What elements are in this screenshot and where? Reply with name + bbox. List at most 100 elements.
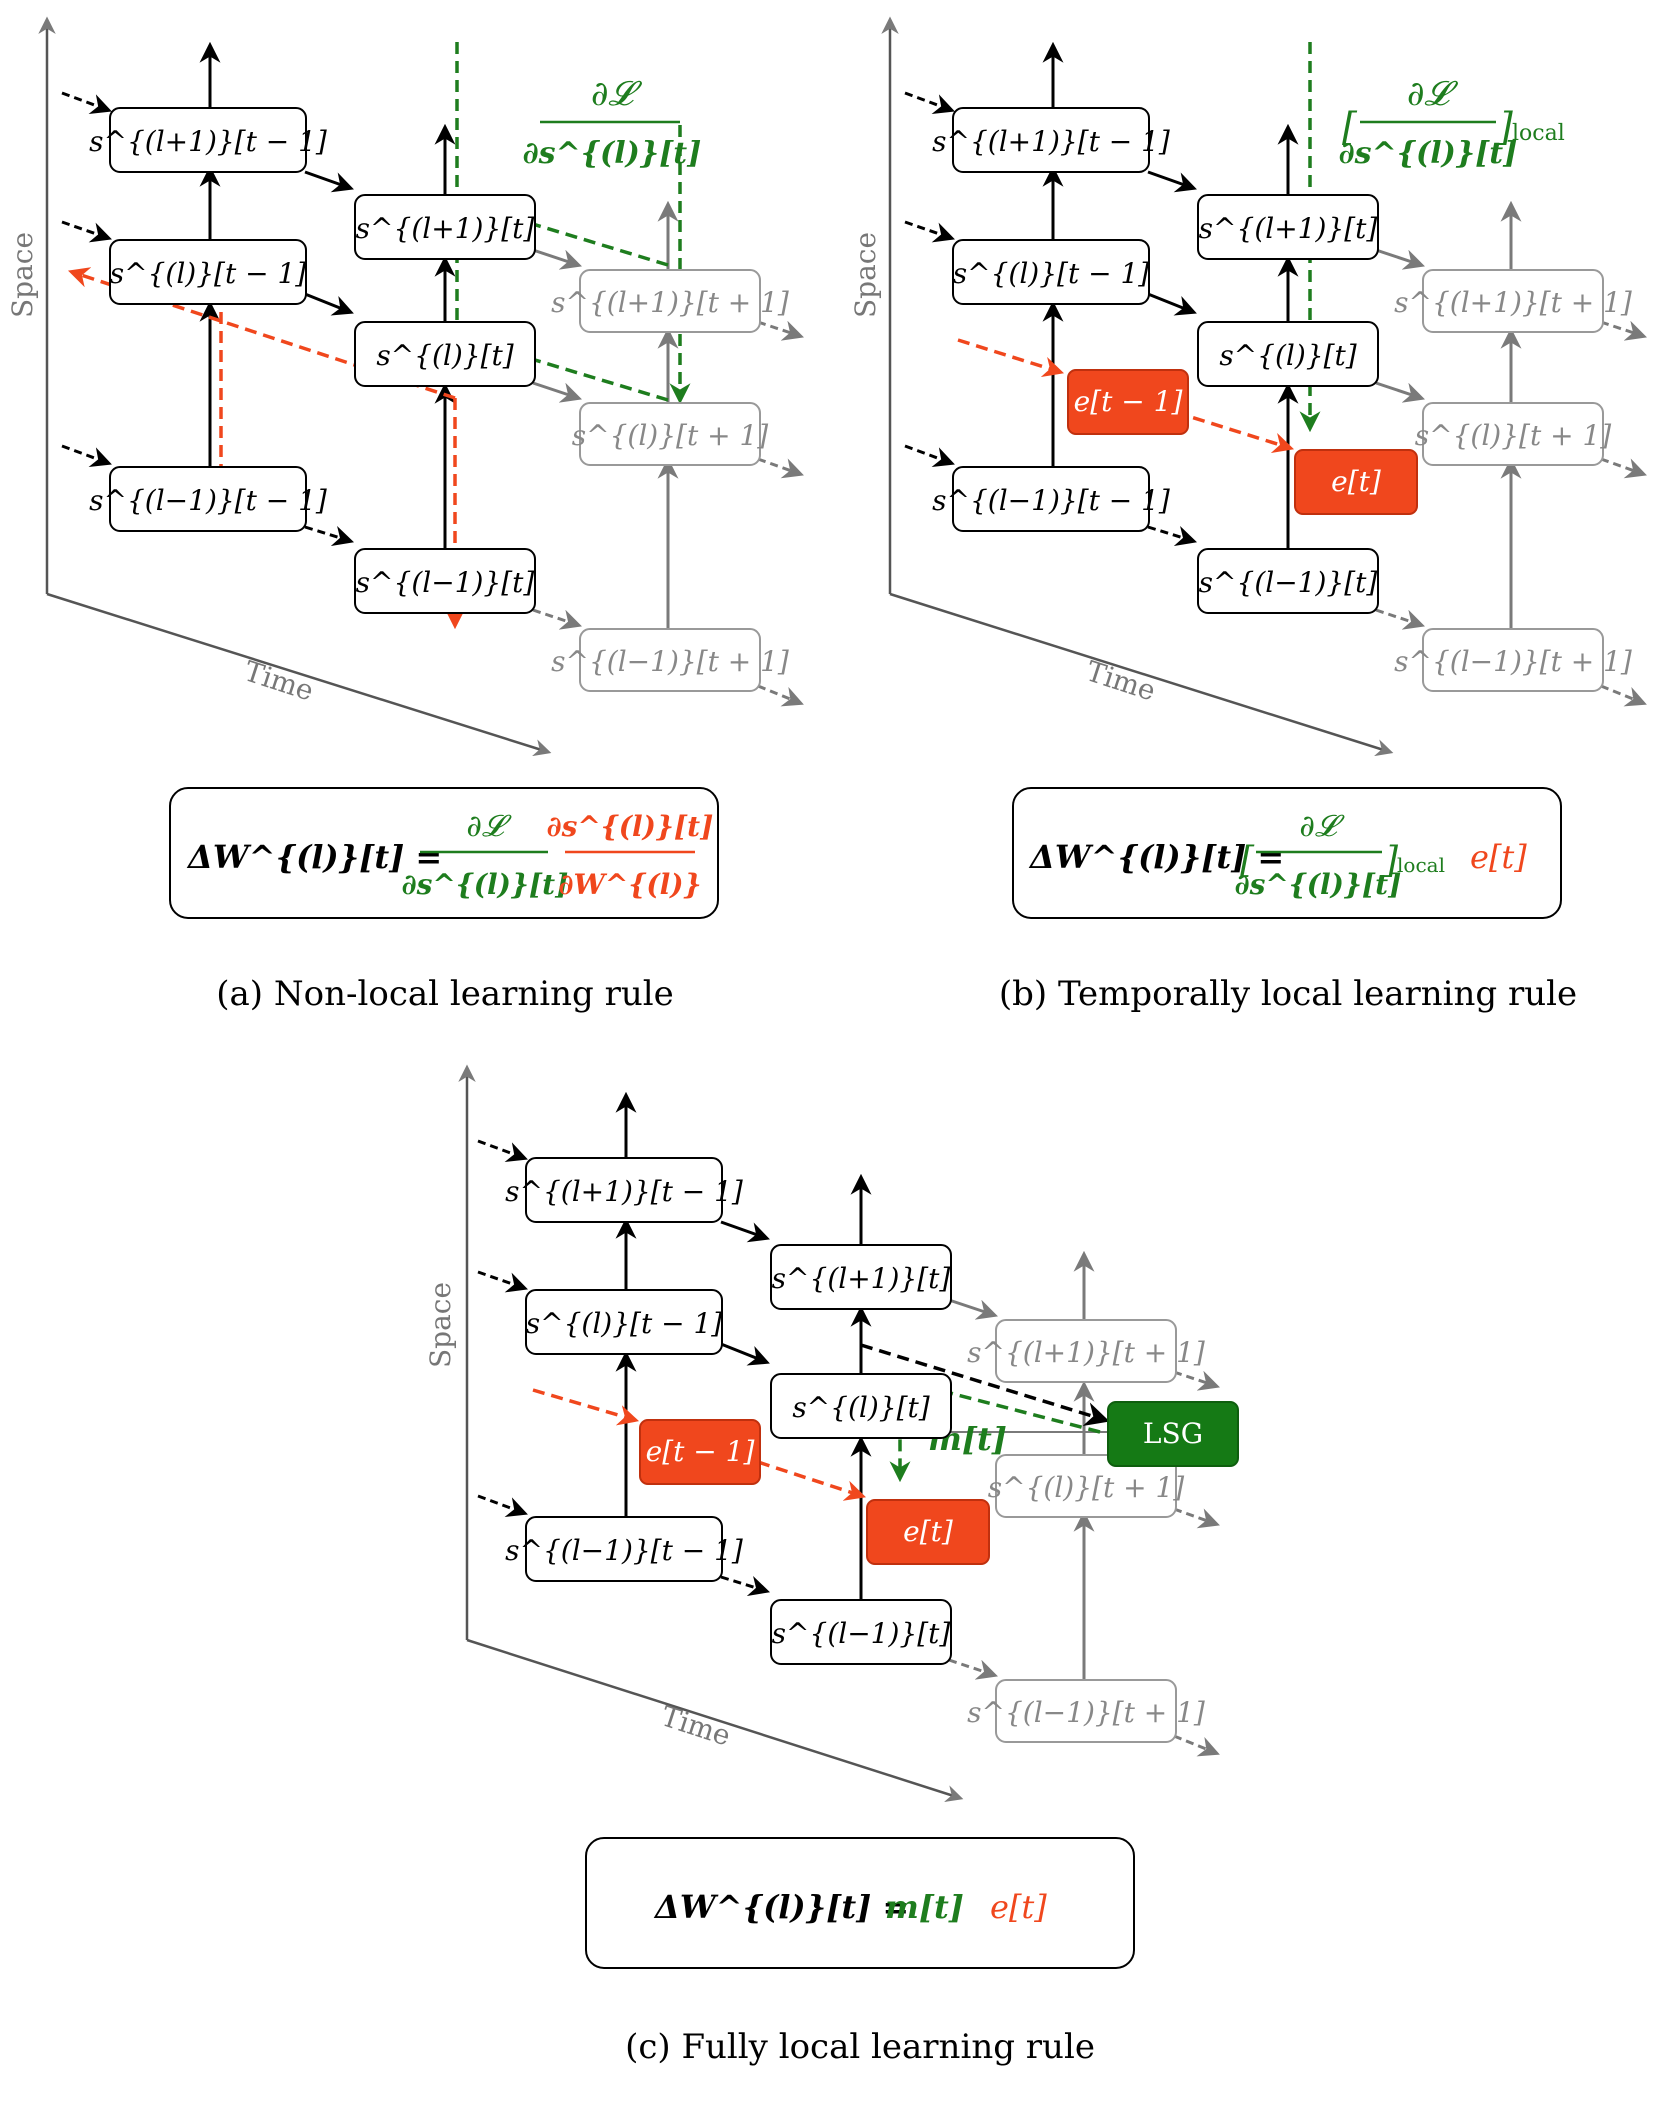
arrow [904, 91, 955, 115]
node-s-lp1-tm1: s^{(l+1)}[t − 1] [505, 1157, 743, 1223]
grad-bracket-close: ] [1497, 105, 1513, 149]
svg-text:s^{(l−1)}[t]: s^{(l−1)}[t] [772, 1617, 951, 1650]
node-s-lm1-tm1: s^{(l−1)}[t − 1] [89, 466, 327, 532]
node-s-l-tp1: s^{(l)}[t + 1] [572, 402, 768, 466]
error-node-e-t: e[t] [1294, 449, 1418, 515]
arrow [1375, 608, 1425, 630]
svg-text:[: [ [1240, 840, 1255, 881]
svg-text:s^{(l−1)}[t + 1]: s^{(l−1)}[t + 1] [551, 645, 789, 678]
caption-a: (a) Non-local learning rule [216, 974, 673, 1014]
arrow [304, 170, 354, 193]
svg-text:s^{(l+1)}[t]: s^{(l+1)}[t] [772, 1262, 951, 1295]
arrow [1375, 381, 1425, 403]
node-s-l-t: s^{(l)}[t] [354, 321, 536, 387]
svg-text:s^{(l)}[t + 1]: s^{(l)}[t + 1] [988, 1471, 1185, 1504]
svg-text:e[t]: e[t] [903, 1515, 953, 1548]
node-s-lm1-tp1: s^{(l−1)}[t + 1] [1394, 628, 1632, 692]
node-s-lp1-t: s^{(l+1)}[t] [354, 194, 536, 260]
space-label: Space [6, 232, 39, 318]
node-s-lp1-t: s^{(l+1)}[t] [1197, 194, 1379, 260]
node-s-lm1-t: s^{(l−1)}[t] [1197, 548, 1379, 614]
arrow [1147, 292, 1197, 316]
svg-text:s^{(l−1)}[t]: s^{(l−1)}[t] [356, 566, 535, 599]
arrow [1375, 248, 1425, 270]
node-s-lp1-tp1: s^{(l+1)}[t + 1] [551, 269, 789, 333]
time-axis [46, 592, 552, 757]
arrow [757, 684, 804, 707]
arrow [1600, 457, 1647, 479]
arrow [720, 1220, 770, 1243]
panel-b: Space Time [ ∂𝓛 ∂s^{(l)}[t] ] lo [849, 16, 1647, 1014]
node-s-lp1-tm1: s^{(l+1)}[t − 1] [89, 107, 327, 173]
lsg-input-path [860, 1343, 1110, 1426]
svg-text:e[t − 1]: e[t − 1] [1074, 385, 1183, 418]
svg-text:s^{(l+1)}[t + 1]: s^{(l+1)}[t + 1] [551, 286, 789, 319]
svg-text:ΔW^{(l)}[t] =: ΔW^{(l)}[t] = [186, 838, 442, 876]
error-node-e-tm1: e[t − 1] [1067, 369, 1189, 435]
time-label: Time [240, 654, 317, 707]
equation-a: ΔW^{(l)}[t] = ∂𝓛 ∂s^{(l)}[t] ∂s^{(l)}[t]… [169, 787, 719, 919]
caption-b: (b) Temporally local learning rule [999, 974, 1577, 1014]
equation-b: ΔW^{(l)}[t] = [ ∂𝓛 ∂s^{(l)}[t] ] local e… [1012, 787, 1562, 919]
error-node-e-tm1: e[t − 1] [639, 1419, 761, 1485]
svg-text:∂s^{(l)}[t]: ∂s^{(l)}[t] [402, 868, 569, 901]
equation-c: ΔW^{(l)}[t] = m[t] e[t] [585, 1837, 1135, 1969]
arrow [1173, 1734, 1220, 1757]
arrow [720, 1342, 770, 1366]
arrow [1600, 684, 1647, 707]
node-s-lm1-t: s^{(l−1)}[t] [354, 548, 536, 614]
arrow [1147, 525, 1198, 547]
error-path [532, 1388, 640, 1426]
arrow [532, 608, 582, 630]
svg-text:e[t]: e[t] [1470, 838, 1527, 876]
svg-text:s^{(l+1)}[t − 1]: s^{(l+1)}[t − 1] [89, 125, 327, 158]
svg-text:s^{(l+1)}[t − 1]: s^{(l+1)}[t − 1] [932, 125, 1170, 158]
arrow [477, 1139, 528, 1163]
svg-text:s^{(l−1)}[t − 1]: s^{(l−1)}[t − 1] [932, 484, 1170, 517]
error-path [1174, 410, 1295, 454]
arrow [757, 457, 804, 479]
svg-text:e[t − 1]: e[t − 1] [646, 1435, 755, 1468]
node-s-lm1-tp1: s^{(l−1)}[t + 1] [551, 628, 789, 692]
grad-denominator: ∂s^{(l)}[t] [1339, 136, 1518, 171]
svg-text:]: ] [1383, 840, 1399, 881]
svg-text:s^{(l+1)}[t + 1]: s^{(l+1)}[t + 1] [967, 1336, 1205, 1369]
svg-text:s^{(l−1)}[t]: s^{(l−1)}[t] [1199, 566, 1378, 599]
arrow [904, 220, 955, 243]
svg-text:ΔW^{(l)}[t] =: ΔW^{(l)}[t] = [653, 1888, 909, 1926]
error-node-e-t: e[t] [866, 1499, 990, 1565]
time-label: Time [1082, 654, 1159, 707]
svg-text:s^{(l−1)}[t + 1]: s^{(l−1)}[t + 1] [967, 1696, 1205, 1729]
caption-c: (c) Fully local learning rule [625, 2027, 1095, 2067]
node-s-lm1-t: s^{(l−1)}[t] [770, 1599, 952, 1665]
error-path [957, 338, 1065, 377]
arrow [477, 1270, 528, 1293]
node-s-l-tm1: s^{(l)}[t − 1] [952, 239, 1150, 305]
svg-text:s^{(l−1)}[t − 1]: s^{(l−1)}[t − 1] [505, 1534, 743, 1567]
arrow [532, 381, 582, 403]
svg-text:s^{(l−1)}[t − 1]: s^{(l−1)}[t − 1] [89, 484, 327, 517]
node-s-lp1-t: s^{(l+1)}[t] [770, 1244, 952, 1310]
arrow [1173, 1507, 1220, 1529]
arrow [948, 1298, 998, 1320]
grad-bracket-open: [ [1342, 105, 1358, 149]
space-label: Space [849, 232, 882, 318]
svg-text:s^{(l+1)}[t + 1]: s^{(l+1)}[t + 1] [1394, 286, 1632, 319]
node-s-l-t: s^{(l)}[t] [1197, 321, 1379, 387]
svg-text:s^{(l)}[t + 1]: s^{(l)}[t + 1] [1415, 419, 1612, 452]
arrow [720, 1575, 771, 1597]
svg-text:∂s^{(l)}[t]: ∂s^{(l)}[t] [1235, 868, 1402, 901]
arrow [948, 1658, 998, 1680]
node-s-lp1-tm1: s^{(l+1)}[t − 1] [932, 107, 1170, 173]
grad-numerator: ∂𝓛 [1407, 74, 1459, 114]
node-s-lm1-tm1: s^{(l−1)}[t − 1] [932, 466, 1170, 532]
arrow [304, 525, 355, 547]
svg-text:∂s^{(l)}[t]: ∂s^{(l)}[t] [547, 810, 714, 843]
svg-text:s^{(l+1)}[t − 1]: s^{(l+1)}[t − 1] [505, 1175, 743, 1208]
node-s-l-tm1: s^{(l)}[t − 1] [109, 239, 307, 305]
node-s-lp1-tp1: s^{(l+1)}[t + 1] [967, 1319, 1205, 1383]
svg-text:s^{(l)}[t]: s^{(l)}[t] [792, 1391, 929, 1424]
lsg-box: LSG [1107, 1401, 1239, 1467]
svg-text:m[t]: m[t] [885, 1888, 964, 1926]
